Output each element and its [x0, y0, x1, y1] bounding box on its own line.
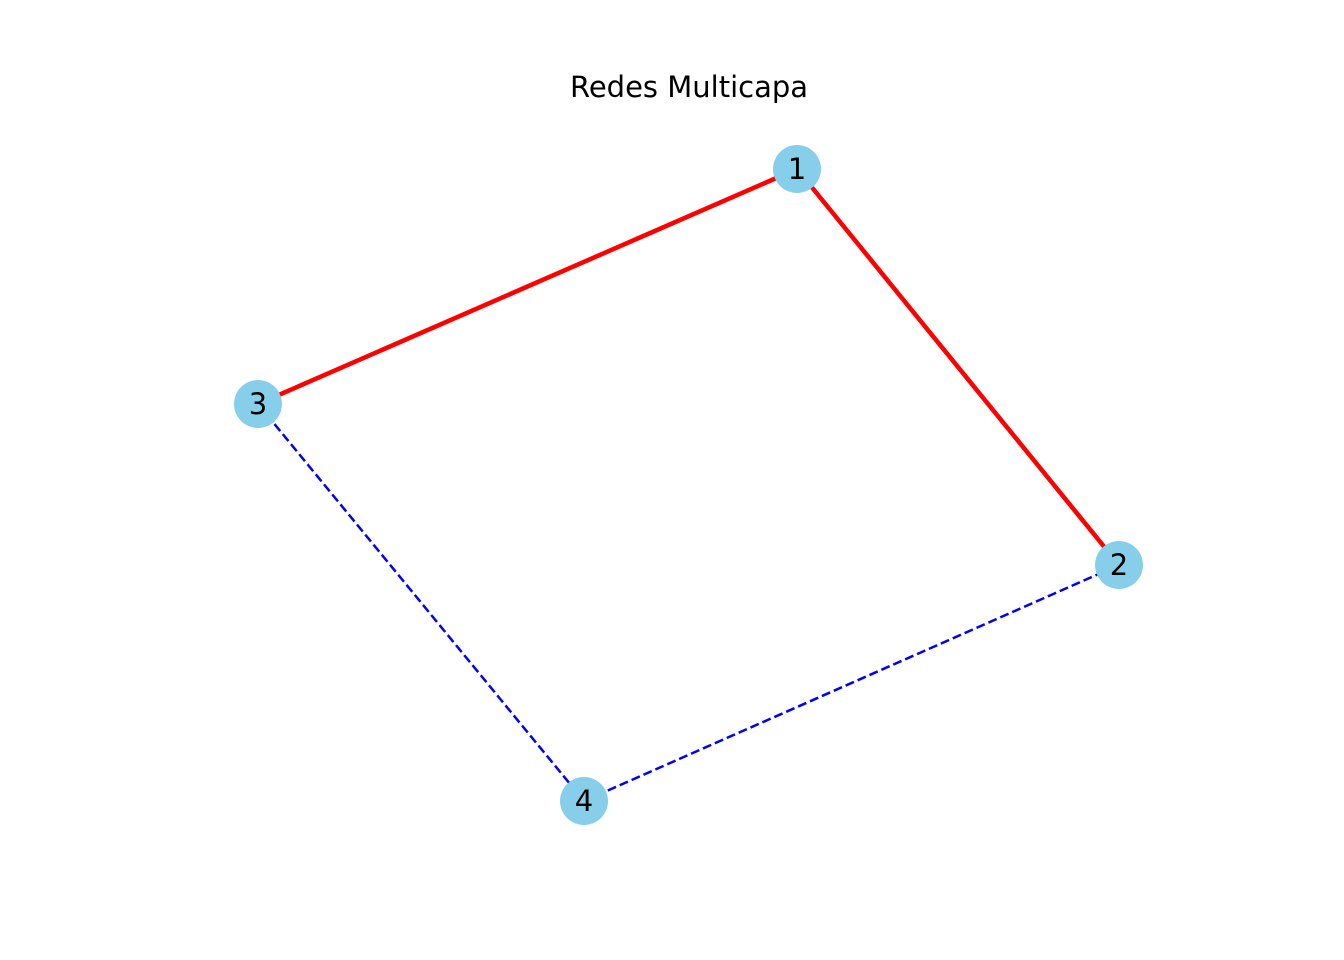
node-label: 1 [788, 152, 806, 186]
edge-1-3 [257, 166, 798, 407]
edge-3-4 [257, 403, 585, 802]
node-label: 2 [1110, 548, 1128, 582]
node-label: 3 [249, 387, 267, 421]
node-1: 1 [773, 145, 821, 193]
node-circle [560, 777, 608, 825]
node-circle [1095, 541, 1143, 589]
edge-4-2 [583, 563, 1120, 803]
edge-1-2 [795, 167, 1121, 567]
node-circle [234, 380, 282, 428]
node-3: 3 [234, 380, 282, 428]
diagram-title: Redes Multicapa [569, 70, 809, 104]
node-2: 2 [1095, 541, 1143, 589]
node-4: 4 [560, 777, 608, 825]
node-circle [773, 145, 821, 193]
node-label: 4 [575, 784, 593, 818]
